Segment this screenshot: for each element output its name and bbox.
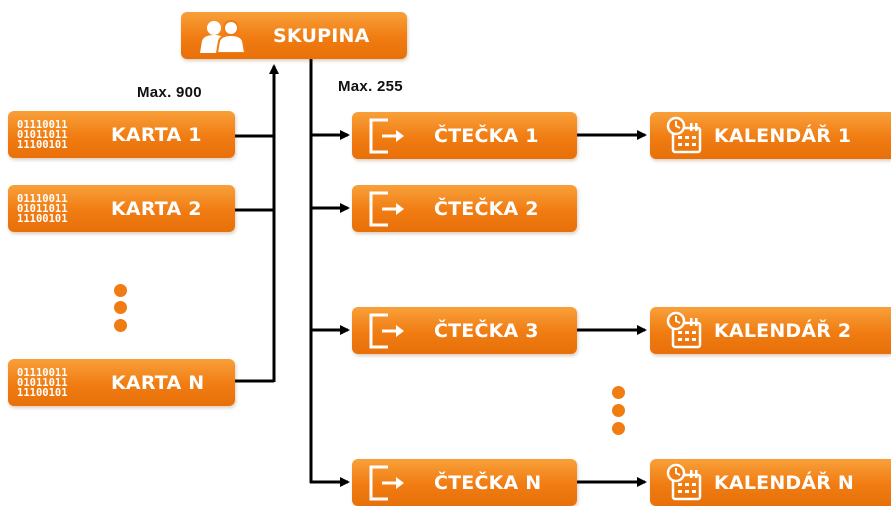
door-exit-icon bbox=[368, 117, 410, 155]
reader-box-1: ČTEČKA 1 bbox=[352, 112, 577, 159]
calendar-label: KALENDÁŘ 2 bbox=[714, 319, 852, 342]
reader-label: ČTEČKA 2 bbox=[434, 197, 539, 220]
ellipsis-dot bbox=[114, 319, 127, 332]
calendar-clock-icon bbox=[664, 116, 704, 156]
calendar-clock-icon bbox=[664, 463, 704, 503]
ellipsis-dot bbox=[114, 284, 127, 297]
group-label: SKUPINA bbox=[273, 24, 370, 47]
users-icon bbox=[193, 19, 251, 53]
reader-box-n: ČTEČKA N bbox=[352, 459, 577, 506]
reader-label: ČTEČKA 1 bbox=[434, 124, 539, 147]
ellipsis-dot bbox=[612, 386, 625, 399]
reader-label: ČTEČKA N bbox=[434, 471, 542, 494]
calendar-box-1: KALENDÁŘ 1 bbox=[650, 112, 891, 159]
reader-box-3: ČTEČKA 3 bbox=[352, 307, 577, 354]
reader-box-2: ČTEČKA 2 bbox=[352, 185, 577, 232]
max-readers-annotation: Max. 255 bbox=[338, 78, 403, 95]
calendar-box-2: KALENDÁŘ 2 bbox=[650, 307, 891, 354]
max-cards-annotation: Max. 900 bbox=[137, 84, 202, 101]
group-box: SKUPINA bbox=[181, 12, 407, 59]
calendar-clock-icon bbox=[664, 311, 704, 351]
ellipsis-dot bbox=[612, 404, 625, 417]
card-label: KARTA 1 bbox=[111, 123, 202, 146]
door-exit-icon bbox=[368, 190, 410, 228]
calendar-label: KALENDÁŘ 1 bbox=[714, 124, 852, 147]
reader-label: ČTEČKA 3 bbox=[434, 319, 539, 342]
door-exit-icon bbox=[368, 464, 410, 502]
calendar-label: KALENDÁŘ N bbox=[714, 471, 855, 494]
card-label: KARTA 2 bbox=[111, 197, 202, 220]
calendar-box-n: KALENDÁŘ N bbox=[650, 459, 891, 506]
door-exit-icon bbox=[368, 312, 410, 350]
ellipsis-dot bbox=[114, 301, 127, 314]
card-label: KARTA N bbox=[111, 371, 205, 394]
ellipsis-dot bbox=[612, 422, 625, 435]
